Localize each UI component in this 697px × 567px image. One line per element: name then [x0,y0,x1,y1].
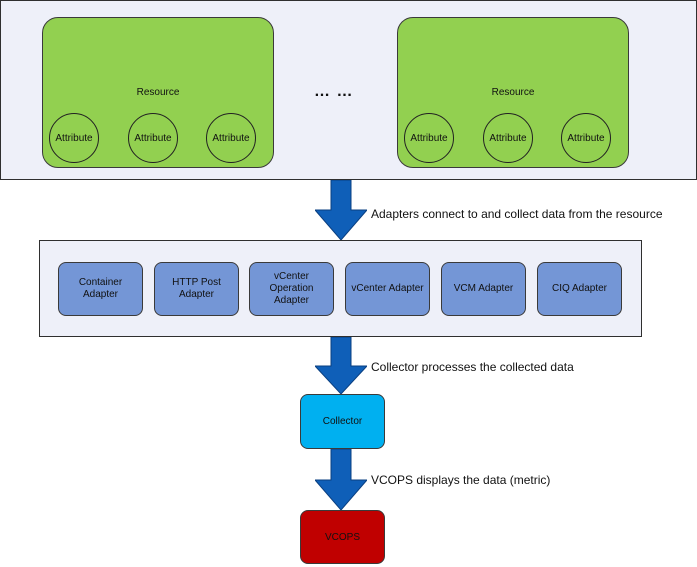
adapter-container: Container Adapter [58,262,143,316]
attribute-circle: Attribute [128,113,178,163]
attribute-circle: Attribute [49,113,99,163]
collector-box: Collector [300,394,385,449]
adapter-vcm: VCM Adapter [441,262,526,316]
resource-title: Resource [491,87,535,98]
down-arrow-icon [315,180,367,240]
ellipsis-separator: … … [314,83,354,100]
resource-title: Resource [136,87,180,98]
down-arrow-icon [315,337,367,394]
resource-box-1: Resource Attribute Attribute Attribute [42,17,274,168]
adapter-vcenter: vCenter Adapter [345,262,430,316]
resources-container: Resource Attribute Attribute Attribute …… [0,0,697,180]
attribute-circle: Attribute [404,113,454,163]
down-arrow-icon [315,449,367,510]
resource-box-2: Resource Attribute Attribute Attribute [397,17,629,168]
adapter-ciq: CIQ Adapter [537,262,622,316]
vcops-caption: VCOPS displays the data (metric) [371,473,551,487]
attribute-circle: Attribute [561,113,611,163]
adapter-http-post: HTTP Post Adapter [154,262,239,316]
adapters-caption: Adapters connect to and collect data fro… [371,207,663,221]
attribute-circle: Attribute [206,113,256,163]
attribute-circle: Attribute [483,113,533,163]
adapter-vcenter-operation: vCenter Operation Adapter [249,262,334,316]
collector-caption: Collector processes the collected data [371,360,574,374]
vcops-box: VCOPS [300,510,385,564]
adapters-container: Container Adapter HTTP Post Adapter vCen… [39,240,642,337]
